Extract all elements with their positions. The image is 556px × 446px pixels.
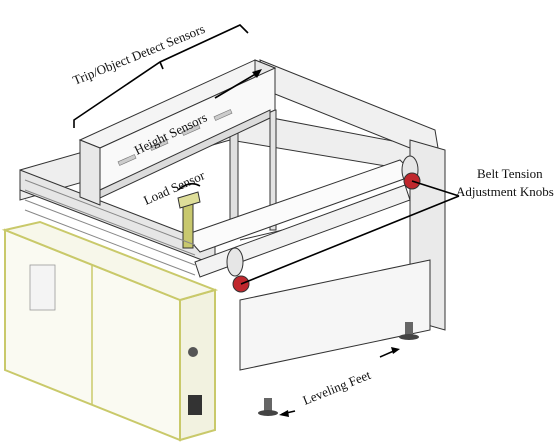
leveling-feet xyxy=(258,322,419,416)
sensor-gantry xyxy=(78,59,277,206)
belt-tension-label-line2: Adjustment Knobs xyxy=(456,184,554,199)
electrical-cabinet xyxy=(1,179,219,442)
trip-object-detect-sensors-label: Trip/Object Detect Sensors xyxy=(71,21,207,88)
leveling-feet-label: Leveling Feet xyxy=(301,367,374,408)
belt-tension-label-line1: Belt Tension xyxy=(477,166,543,181)
callout-lines xyxy=(73,24,460,417)
load-sensor-post xyxy=(177,191,201,249)
